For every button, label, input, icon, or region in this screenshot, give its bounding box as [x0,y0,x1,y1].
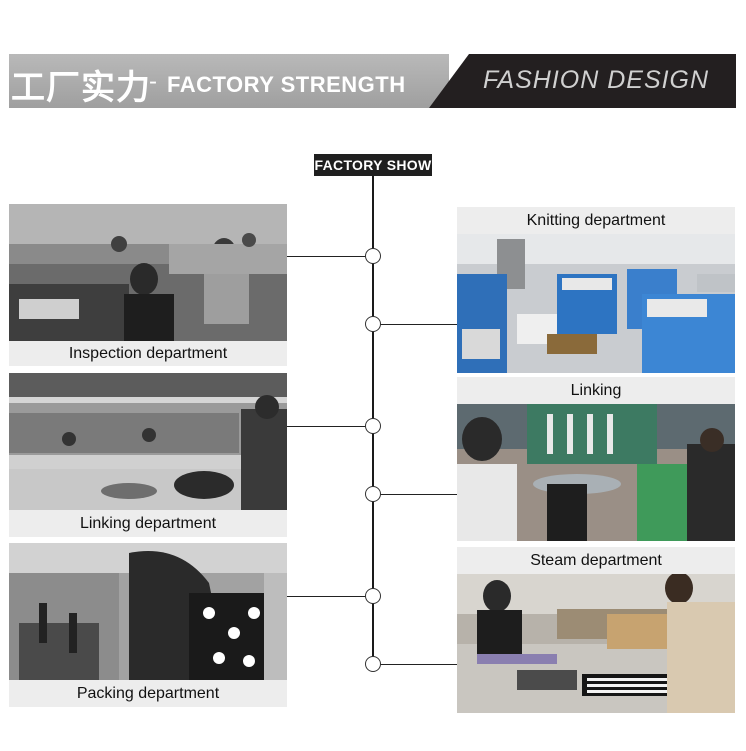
timeline-node [365,316,381,332]
banner-fashion-design: FASHION DESIGN [483,66,710,94]
connector-steam [373,664,457,665]
timeline-node [365,248,381,264]
caption-inspection: Inspection department [9,341,287,366]
card-linking: Linking [457,377,735,541]
photo-steam [457,574,735,713]
connector-linking [373,494,457,495]
banner-english-title: FACTORY STRENGTH [167,72,406,97]
card-linking-department: Linking department [9,373,287,537]
connector-packing [287,596,373,597]
photo-linking-department [9,373,287,510]
caption-knitting: Knitting department [457,207,735,234]
card-packing: Packing department [9,543,287,707]
banner-dash: - [149,68,157,95]
timeline-node [365,656,381,672]
banner-left-panel [9,54,449,108]
card-inspection: Inspection department [9,204,287,366]
timeline-node [365,418,381,434]
header-banner: 工厂实力 - FACTORY STRENGTH FASHION DESIGN [9,54,736,108]
photo-knitting [457,234,735,373]
banner-right-panel [429,54,736,108]
photo-packing [9,543,287,680]
caption-linking-department: Linking department [9,510,287,537]
photo-inspection [9,204,287,341]
card-steam: Steam department [457,547,735,713]
photo-linking [457,404,735,541]
caption-packing: Packing department [9,680,287,707]
connector-knitting [373,324,457,325]
card-knitting: Knitting department [457,207,735,373]
connector-inspection [287,256,373,257]
timeline-node [365,486,381,502]
timeline-node [365,588,381,604]
factory-show-label: FACTORY SHOW [314,154,432,176]
banner-chinese-title: 工厂实力 [11,68,151,108]
caption-steam: Steam department [457,547,735,574]
connector-linking-dept [287,426,373,427]
caption-linking: Linking [457,377,735,404]
